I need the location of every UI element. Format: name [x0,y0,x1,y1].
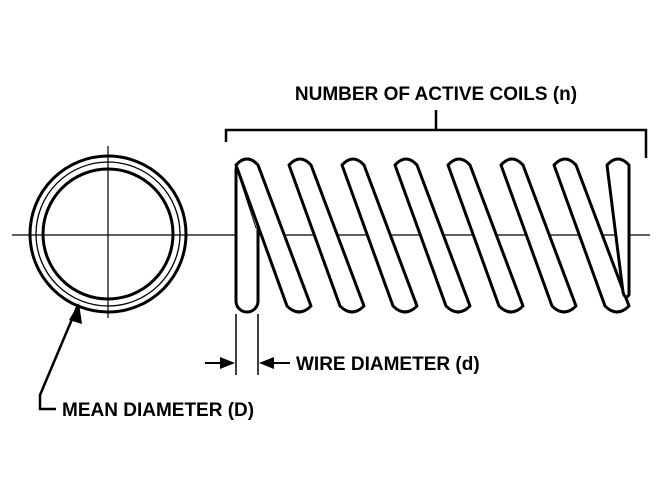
coil-side-view [234,157,631,314]
leader-arrowhead [69,303,82,324]
dimension-arrow-right [259,357,274,369]
dimension-arrow-left [220,357,235,369]
coil-strand [552,157,631,314]
coil-strand [499,157,578,314]
active-coils-label: NUMBER OF ACTIVE COILS (n) [295,84,577,105]
coil-end-view [28,146,188,318]
coil-strand [287,157,366,314]
wire-diameter-label: WIRE DIAMETER (d) [296,354,480,375]
active-coils-bracket [224,110,648,158]
coil-strand [393,157,472,314]
coil-back-strand [237,172,257,229]
coil-strand [234,157,313,314]
wire-diameter-dimension [205,314,290,375]
coil-strand [605,157,631,299]
coil-strand [446,157,525,314]
mean-diameter-label: MEAN DIAMETER (D) [62,400,254,421]
coil-strand [340,157,419,314]
mean-diameter-leader [38,303,82,411]
